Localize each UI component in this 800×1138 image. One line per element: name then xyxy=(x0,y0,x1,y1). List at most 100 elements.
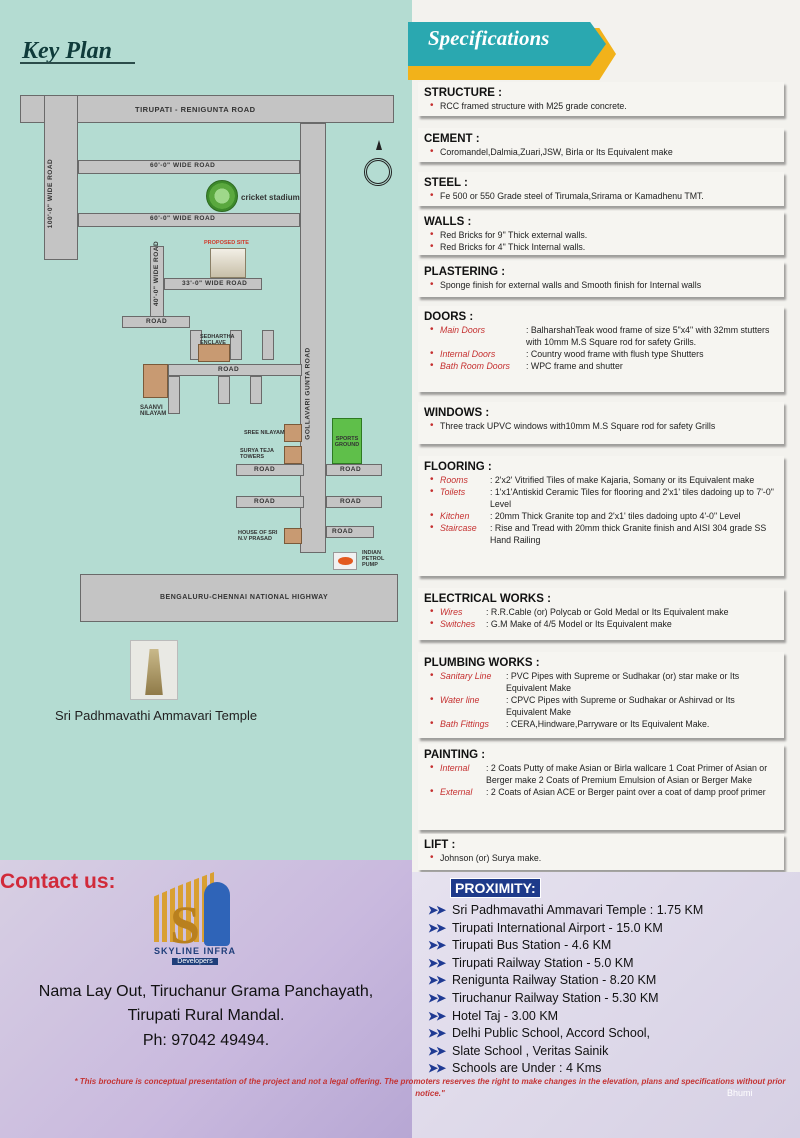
spec-key: Wires xyxy=(440,607,463,617)
spec-walls: WALLS : Red Bricks for 9" Thick external… xyxy=(418,211,784,255)
watermark: Bhumi xyxy=(727,1088,753,1098)
spec-heading: PLUMBING WORKS : xyxy=(424,657,540,669)
proximity-list: ➤➤Sri Padhmavathi Ammavari Temple : 1.75… xyxy=(428,902,703,1078)
proximity-text: Tirupati International Airport - 15.0 KM xyxy=(452,920,663,935)
road-h4 xyxy=(236,496,304,508)
spec-key: Kitchen xyxy=(440,511,470,521)
spec-value: : Country wood frame with flush type Shu… xyxy=(526,349,704,359)
contact-address: Nama Lay Out, Tiruchanur Grama Panchayat… xyxy=(0,980,412,1028)
proximity-item: ➤➤ Hotel Taj - 3.00 KM xyxy=(428,1008,703,1026)
proximity-text: Tirupati Railway Station - 5.0 KM xyxy=(452,955,634,970)
proximity-text: Tiruchanur Railway Station - 5.30 KM xyxy=(452,990,659,1005)
skyline-infra-logo: S xyxy=(148,872,238,967)
spec-plastering: PLASTERING : Sponge finish for external … xyxy=(418,261,784,297)
plot-sree-nilayam xyxy=(284,424,302,442)
surya-label: SURYA TEJA TOWERS xyxy=(240,448,274,460)
spec-line: Sponge finish for external walls and Smo… xyxy=(424,279,776,291)
spec-painting: PAINTING : Internal: 2 Coats Putty of ma… xyxy=(418,744,784,830)
spec-value: : PVC Pipes with Supreme or Sudhakar (or… xyxy=(506,671,740,693)
spec-key: Sanitary Line xyxy=(440,671,492,681)
spec-key: Rooms xyxy=(440,475,468,485)
spec-plumbing: PLUMBING WORKS : Sanitary Line : PVC Pipe… xyxy=(418,652,784,738)
road-label-h5r: ROAD xyxy=(332,528,354,535)
proximity-item: ➤➤Tiruchanur Railway Station - 5.30 KM xyxy=(428,990,703,1008)
road-label-h4r: ROAD xyxy=(340,498,362,505)
road-60-b xyxy=(78,213,300,227)
proposed-site-building xyxy=(210,248,246,278)
proximity-item: ➤➤Renigunta Railway Station - 8.20 KM xyxy=(428,972,703,990)
double-arrow-icon: ➤➤ xyxy=(428,1026,446,1041)
spec-heading: LIFT : xyxy=(424,839,456,851)
road-v-small-3 xyxy=(250,376,262,404)
spec-item: Bath Fittings: CERA,Hindware,Parryware o… xyxy=(424,718,776,730)
road-label-33: 33'-0" WIDE ROAD xyxy=(182,280,248,287)
spec-value: : 2 Coats Putty of make Asian or Birla w… xyxy=(486,763,768,785)
double-arrow-icon: ➤➤ xyxy=(428,1008,446,1023)
spec-item: Internal: 2 Coats Putty of make Asian or… xyxy=(424,762,776,786)
road-h3 xyxy=(236,464,304,476)
spec-item: Switches : G.M Make of 4/5 Model or Its E… xyxy=(424,618,776,630)
temple-image xyxy=(130,640,178,700)
road-tirupati-renigunta xyxy=(20,95,394,123)
spec-value: : Rise and Tread with 20mm thick Granite… xyxy=(490,523,767,545)
road-label-gollavari: GOLLAVARI GUNTA ROAD xyxy=(304,347,312,440)
road-label-40: 40'-0" WIDE ROAD xyxy=(153,240,161,307)
sports-ground xyxy=(332,418,362,464)
spec-value: : R.R.Cable (or) Polycab or Gold Medal o… xyxy=(486,607,729,617)
road-h5r xyxy=(326,526,374,538)
road-60-a xyxy=(78,160,300,174)
sports-label: SPORTS GROUND xyxy=(334,436,360,448)
spec-line: Coromandel,Dalmia,Zuari,JSW, Birla or It… xyxy=(424,146,776,158)
spec-line: Johnson (or) Surya make. xyxy=(424,852,776,864)
spec-item: Kitchen: 20mm Thick Granite top and 2'x1… xyxy=(424,510,776,522)
stadium-label: cricket stadium xyxy=(241,193,300,202)
logo-subtitle: Developers xyxy=(172,958,218,965)
spec-heading: ELECTRICAL WORKS : xyxy=(424,593,551,605)
proximity-text: Tirupati Bus Station - 4.6 KM xyxy=(452,938,612,953)
spec-item: Staircase: Rise and Tread with 20mm thic… xyxy=(424,522,776,546)
spec-item: Bath Room Doors: WPC frame and shutter xyxy=(424,360,776,372)
double-arrow-icon: ➤➤ xyxy=(428,1043,446,1058)
spec-value: : G.M Make of 4/5 Model or Its Equivalen… xyxy=(486,619,672,629)
spec-heading: DOORS : xyxy=(424,311,474,323)
double-arrow-icon: ➤➤ xyxy=(428,920,446,935)
spec-heading: WALLS : xyxy=(424,216,472,228)
road-33 xyxy=(164,278,262,290)
spec-value: : BalharshahTeak wood frame of size 5"x4… xyxy=(526,325,770,347)
road-h1 xyxy=(122,316,190,328)
spec-key: Bath Fittings xyxy=(440,719,489,729)
road-gollavari xyxy=(300,123,326,553)
road-left-vertical xyxy=(44,95,78,260)
contact-title: Contact us: xyxy=(0,870,116,893)
spec-windows: WINDOWS : Three track UPVC windows with1… xyxy=(418,402,784,444)
spec-heading: WINDOWS : xyxy=(424,407,490,419)
road-v-small-5 xyxy=(230,330,242,360)
road-highway xyxy=(80,574,398,622)
proximity-item: ➤➤Tirupati Bus Station - 4.6 KM xyxy=(428,937,703,955)
spec-line: Three track UPVC windows with10mm M.S Sq… xyxy=(424,420,776,432)
spec-value: : 2'x2' Vitrified Tiles of make Kajaria,… xyxy=(490,475,755,485)
spec-key: Switches xyxy=(440,619,476,629)
proximity-item: ➤➤Delhi Public School, Accord School, xyxy=(428,1025,703,1043)
double-arrow-icon: ➤➤ xyxy=(428,1061,446,1076)
proximity-item: ➤➤Slate School , Veritas Sainik xyxy=(428,1043,703,1061)
road-label-h3r: ROAD xyxy=(340,466,362,473)
road-label-h4: ROAD xyxy=(254,498,276,505)
spec-key: External xyxy=(440,787,473,797)
proposed-site-label: PROPOSED SITE xyxy=(204,240,249,246)
specifications-title: Specifications xyxy=(428,26,550,50)
road-label-left-vertical: 100'-0" WIDE ROAD xyxy=(47,158,55,229)
double-arrow-icon: ➤➤ xyxy=(428,903,446,917)
spec-key: Main Doors xyxy=(440,325,485,335)
road-v-small-6 xyxy=(262,330,274,360)
proximity-text: Hotel Taj - 3.00 KM xyxy=(452,1008,559,1023)
road-label-h3: ROAD xyxy=(254,466,276,473)
spec-lift: LIFT : Johnson (or) Surya make. xyxy=(418,834,784,870)
spec-heading: CEMENT : xyxy=(424,133,480,145)
road-label-h2: ROAD xyxy=(218,366,240,373)
proximity-item: ➤➤ Tirupati International Airport - 15.0 … xyxy=(428,920,703,938)
spec-item: External: 2 Coats of Asian ACE or Berger… xyxy=(424,786,776,798)
spec-heading: PAINTING : xyxy=(424,749,486,761)
spec-key: Water line xyxy=(440,695,480,705)
temple-caption: Sri Padhmavathi Ammavari Temple xyxy=(55,708,258,723)
